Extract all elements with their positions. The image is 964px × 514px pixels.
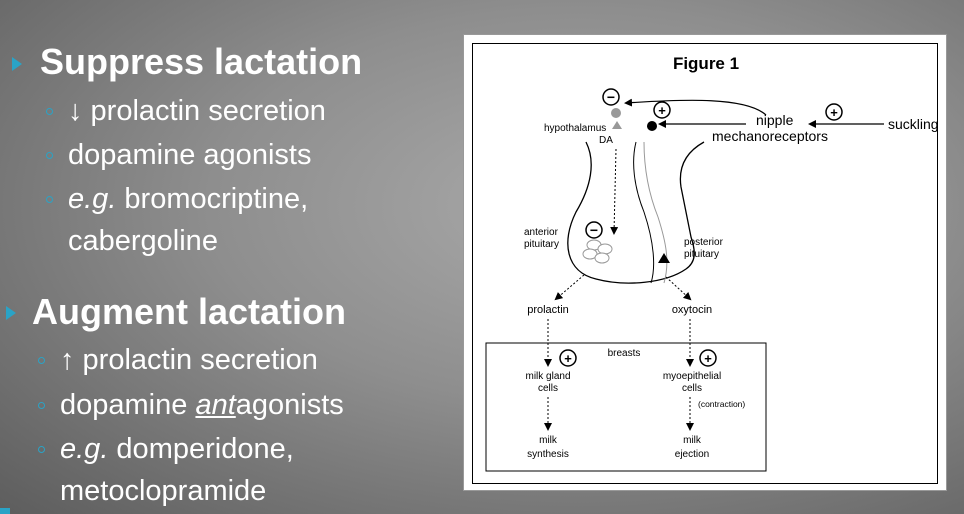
oxytocin-label: oxytocin — [672, 304, 712, 316]
section1-eg-prefix: e.g. — [68, 183, 117, 215]
slide-text: Suppress lactation ↓ prolactin secretion… — [0, 0, 440, 514]
breasts-box — [485, 342, 767, 472]
anterior-pituitary-label: pituitary — [524, 239, 559, 250]
section2-heading: Augment lactation — [32, 291, 347, 332]
section2-item3: e.g. domperidone, — [60, 432, 294, 466]
milk-gland-cells-label: cells — [538, 383, 558, 394]
section1-bullet-arrow-icon — [12, 57, 22, 71]
section1-item3-line2: cabergoline — [68, 225, 218, 257]
da-label: DA — [599, 135, 613, 146]
lactotroph-cell-2 — [597, 243, 613, 255]
myoepithelial-label: myoepithelial — [663, 371, 721, 382]
antagonist-suffix: agonists — [235, 389, 344, 421]
nipple-inhibition-arrow — [624, 98, 767, 116]
prolactin-label: prolactin — [527, 304, 569, 316]
figure-panel: Figure 1 nipple mechanoreceptors sucklin… — [464, 35, 946, 490]
section2-item3-bullet-icon — [38, 446, 45, 453]
section2-item2: dopamine antagonists — [60, 388, 344, 422]
posterior-pituitary-label: pituitary — [684, 249, 719, 260]
nipple-label: nipple — [756, 112, 794, 128]
hypothalamus-minus-icon — [602, 88, 620, 106]
section1-item3-bullet-icon — [46, 196, 53, 203]
contraction-label: (contraction) — [698, 399, 745, 409]
pituitary-outline — [567, 141, 705, 284]
section1-heading: Suppress lactation — [40, 41, 363, 82]
gland-plus-icon — [559, 349, 577, 367]
suckling-label: suckling — [888, 116, 939, 132]
pituitary-stalk-inner — [643, 141, 668, 284]
section1-item2: dopamine agonists — [68, 139, 312, 171]
antagonist-prefix: dopamine — [60, 389, 196, 421]
section2-item1: ↑ prolactin secretion — [60, 344, 318, 376]
posterior-label: posterior — [684, 237, 724, 248]
figure-title: Figure 1 — [673, 54, 739, 73]
pituitary-divider — [633, 141, 655, 284]
neuron-plus-icon — [653, 101, 671, 119]
milk-gland-label: milk gland — [525, 371, 570, 382]
anterior-label: anterior — [524, 227, 559, 238]
breasts-label: breasts — [608, 348, 641, 359]
section2-item2-bullet-icon — [38, 402, 45, 409]
milk-ejection-label-2: ejection — [675, 449, 709, 460]
figure-frame — [472, 43, 938, 484]
lactotroph-cell-4 — [594, 252, 610, 264]
antagonist-emph: ant — [195, 389, 236, 421]
myoepithelial-cells-label: cells — [682, 383, 702, 394]
milk-synthesis-label-1: milk — [539, 435, 558, 446]
lactation-diagram: Figure 1 nipple mechanoreceptors sucklin… — [485, 54, 939, 472]
to-oxytocin-arrow — [665, 276, 692, 301]
anterior-minus-icon — [585, 221, 603, 239]
da-dotted-arrow — [610, 148, 619, 235]
hypothalamus-minus-sign: − — [607, 89, 615, 105]
to-prolactin-arrow — [554, 274, 585, 301]
section1-item1-bullet-icon — [46, 108, 53, 115]
mechanoreceptors-label: mechanoreceptors — [712, 128, 828, 144]
neuron-dot-black — [647, 121, 657, 131]
neuron-plus-sign: + — [658, 103, 666, 118]
slide-corner-accent — [0, 508, 10, 514]
hypothalamus-label: hypothalamus — [544, 123, 606, 134]
section1-item3: e.g. bromocriptine, — [68, 182, 308, 216]
neuron-dot-gray — [611, 108, 621, 118]
section1-eg-line1: bromocriptine, — [116, 183, 309, 215]
suckling-plus-icon — [825, 103, 843, 121]
oxytocin-release-arrow-icon — [658, 253, 670, 263]
section2-eg-line1: domperidone, — [108, 433, 294, 465]
da-terminal-icon — [612, 121, 622, 129]
section2-item1-bullet-icon — [38, 357, 45, 364]
section1-item1: ↓ prolactin secretion — [68, 95, 326, 127]
anterior-minus-sign: − — [590, 222, 598, 238]
milk-synthesis-label-2: synthesis — [527, 449, 569, 460]
myo-plus-icon — [699, 349, 717, 367]
myo-plus-sign: + — [704, 351, 712, 366]
section2-bullet-arrow-icon — [6, 306, 16, 320]
section1-item2-bullet-icon — [46, 152, 53, 159]
suckling-plus-sign: + — [830, 105, 838, 120]
section2-item3-line2: metoclopramide — [60, 475, 267, 507]
milk-ejection-label-1: milk — [683, 435, 702, 446]
section2-eg-prefix: e.g. — [60, 433, 109, 465]
gland-plus-sign: + — [564, 351, 572, 366]
